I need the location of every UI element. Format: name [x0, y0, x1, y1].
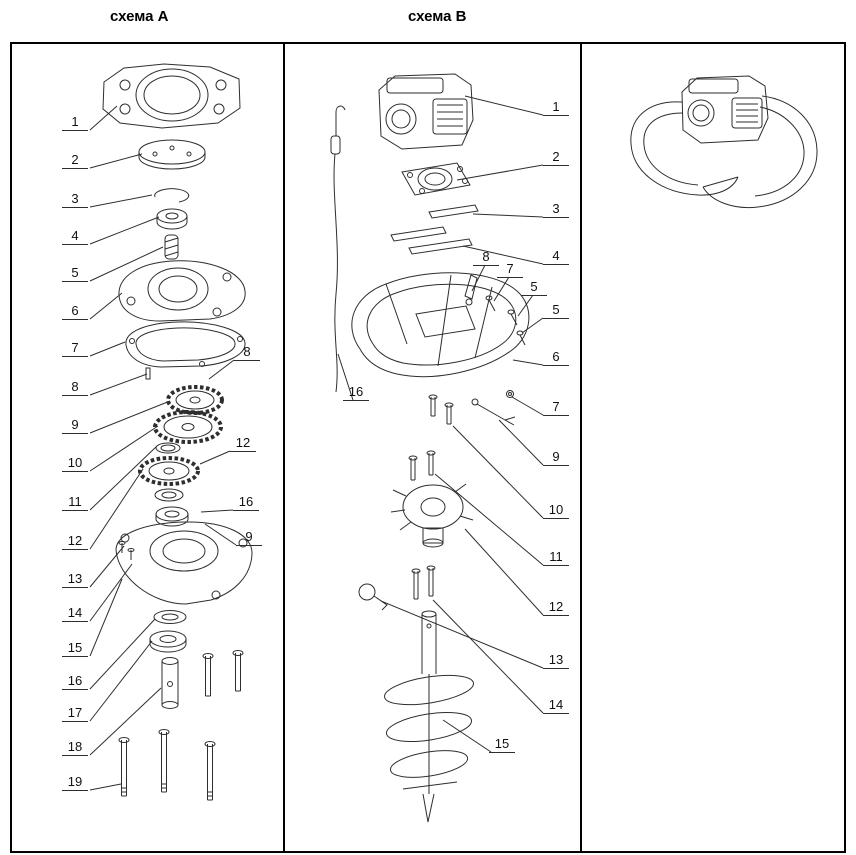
callout-a-8: 8: [62, 379, 88, 396]
assembled-machine: [630, 75, 818, 209]
part-r-clip: [358, 583, 388, 611]
callout-a-5: 5: [62, 265, 88, 282]
callout-a-4: 4: [62, 228, 88, 245]
part-adapter-plate: [401, 162, 471, 196]
panel-schema-a: 1 2 3 4 5 6 7 8 9 10 11 12 13 14 15 16 1…: [12, 44, 285, 851]
callout-a-2: 2: [62, 152, 88, 169]
callout-b-6: 6: [543, 349, 569, 366]
part-spacer-strips: [390, 226, 473, 255]
callout-b-3: 3: [543, 201, 569, 218]
part-gearbox: [390, 483, 474, 548]
callout-a-11: 11: [62, 494, 88, 511]
callout-a-17: 17: [62, 705, 88, 722]
callout-b-5: 5: [543, 302, 569, 319]
assembled-machine-drawing: [630, 75, 818, 209]
callout-b-9: 9: [543, 449, 569, 466]
part-bolts: [118, 650, 244, 801]
schema-a-drawing: [89, 63, 253, 801]
schema-b-title: схема В: [408, 8, 467, 25]
part-bolts-upper: [428, 394, 454, 425]
leader-lines-a: [89, 105, 237, 791]
part-auger: [384, 610, 474, 823]
callout-b-7: 7: [543, 399, 569, 416]
part-lower-housing: [115, 521, 253, 605]
part-spacer-strip: [428, 204, 479, 219]
part-bolts-mid: [408, 450, 436, 481]
part-washer: [154, 488, 184, 502]
callout-b-14: 14: [543, 697, 569, 714]
callout-a-16b: 16: [233, 494, 259, 511]
part-fasteners: [485, 295, 526, 398]
part-top-plate: [102, 63, 241, 129]
callout-a-10: 10: [62, 455, 88, 472]
part-gasket: [125, 321, 246, 368]
part-gear-xlarge: [153, 410, 223, 444]
callout-a-9b: 9: [236, 529, 262, 546]
callout-b-8: 8: [473, 249, 499, 266]
callout-a-12b: 12: [230, 435, 256, 452]
part-throttle-lever: [464, 274, 478, 306]
callout-b-5b: 5: [521, 279, 547, 296]
part-spacer-ring: [155, 442, 181, 454]
callout-a-1: 1: [62, 114, 88, 131]
callout-a-16: 16: [62, 673, 88, 690]
callout-a-14: 14: [62, 605, 88, 622]
part-gear-mid: [138, 456, 200, 486]
part-snap-ring: [154, 188, 190, 203]
callout-a-8b: 8: [234, 344, 260, 361]
callout-a-6: 6: [62, 303, 88, 320]
part-upper-housing: [118, 260, 246, 322]
part-output-shaft: [161, 657, 179, 709]
callout-b-15: 15: [489, 736, 515, 753]
callout-a-9: 9: [62, 417, 88, 434]
callout-b-1: 1: [543, 99, 569, 116]
callout-b-11: 11: [543, 549, 569, 566]
part-bearing-output: [149, 630, 187, 653]
callout-a-15: 15: [62, 640, 88, 657]
part-dowel-pin: [145, 367, 151, 380]
callout-a-13: 13: [62, 571, 88, 588]
callout-b-10: 10: [543, 502, 569, 519]
callout-a-12: 12: [62, 533, 88, 550]
diagram-frame: 1 2 3 4 5 6 7 8 9 10 11 12 13 14 15 16 1…: [10, 42, 846, 853]
part-lever-rod: [471, 398, 516, 426]
callout-b-2: 2: [543, 149, 569, 166]
callout-b-4: 4: [543, 248, 569, 265]
part-engine: [378, 73, 474, 150]
callout-b-12: 12: [543, 599, 569, 616]
callout-a-19: 19: [62, 774, 88, 791]
callout-b-16: 16: [343, 384, 369, 401]
part-frame: [351, 272, 530, 378]
part-seal: [153, 610, 187, 624]
panel-assembled-view: [582, 44, 844, 851]
part-bolts-lower: [411, 565, 436, 600]
part-throttle-cable: [330, 105, 346, 393]
leader-lines-b: [337, 95, 544, 753]
part-gear-large: [166, 385, 224, 415]
callout-a-3: 3: [62, 191, 88, 208]
part-bearing-mid: [155, 506, 189, 527]
callout-b-13: 13: [543, 652, 569, 669]
callout-b-7b: 7: [497, 261, 523, 278]
schema-a-title: схема А: [110, 8, 169, 25]
part-pinion-gear: [164, 234, 179, 260]
panel-schema-b: 1 2 3 4 5 6 7 9 10 11 12 13 14 8 7 5 15 …: [285, 44, 582, 851]
callout-a-7: 7: [62, 340, 88, 357]
part-cover-disc: [138, 139, 206, 170]
schema-b-drawing: [330, 73, 544, 823]
callout-a-18: 18: [62, 739, 88, 756]
part-bearing-upper: [156, 208, 188, 230]
